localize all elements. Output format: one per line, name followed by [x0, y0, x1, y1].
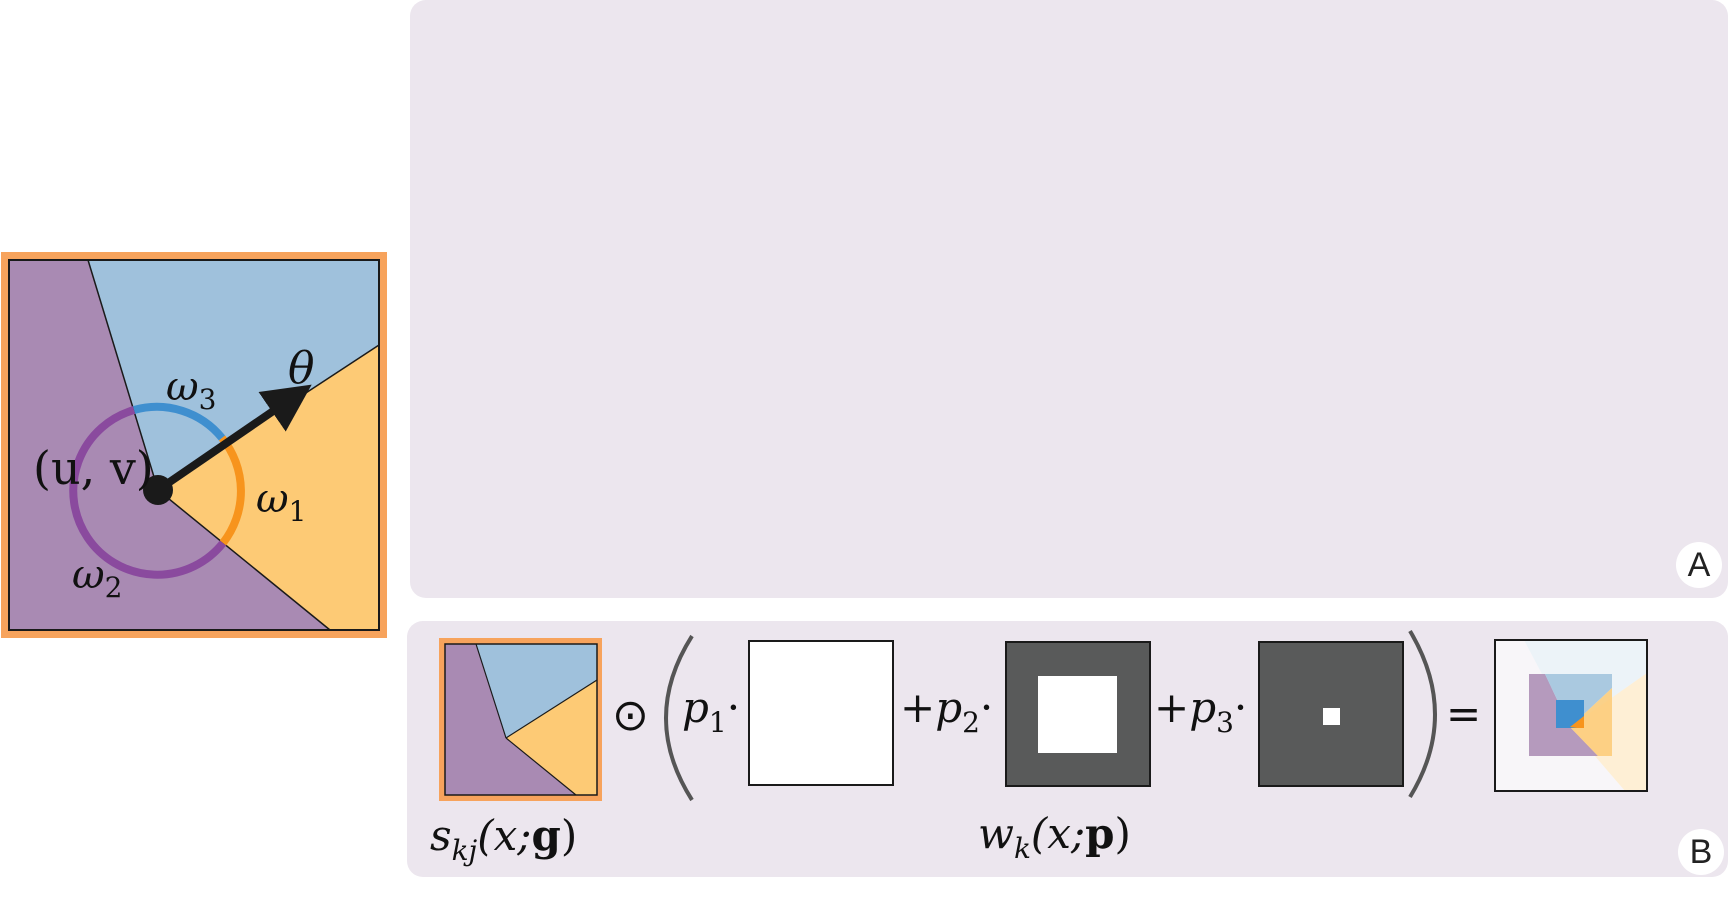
panel-b-label: B	[1678, 829, 1724, 875]
wedge-omega-3	[88, 260, 379, 490]
omega-2-label: ω2	[72, 552, 122, 604]
p1-term: p1·	[682, 683, 740, 739]
equation: skj(x;g) ⊙ p1· +p2· +p3· wk(x;p) =	[430, 629, 1648, 867]
w-k-label: wk(x;p)	[978, 809, 1131, 865]
junction-thumbnail	[439, 638, 602, 801]
right-paren	[1408, 629, 1437, 799]
equals-sign: =	[1446, 689, 1481, 738]
vertex-point	[143, 475, 173, 505]
panel-a-label: A	[1676, 542, 1722, 588]
mask-1-white	[748, 640, 894, 786]
p3-term: +p3·	[1154, 683, 1247, 739]
theta-arrow	[155, 384, 312, 494]
panel-a: A	[410, 0, 1728, 598]
p2-term: +p2·	[900, 683, 993, 739]
left-paren	[664, 634, 694, 802]
omega-3-label: ω3	[166, 364, 216, 416]
odot-operator: ⊙	[612, 690, 649, 741]
result-image	[1494, 639, 1648, 792]
center-label: (u, v)	[33, 441, 154, 495]
s-kj-label: skj(x;g)	[430, 811, 577, 867]
omega-1-label: ω1	[256, 476, 306, 528]
theta-label: θ	[288, 343, 315, 394]
arc-omega-2	[69, 406, 227, 579]
arc-omega-1	[218, 435, 245, 546]
arc-omega-3	[132, 402, 226, 441]
junction-diagram: (u, v) θ ω3 ω1 ω2	[1, 252, 387, 638]
wedge-omega-1	[158, 345, 379, 630]
